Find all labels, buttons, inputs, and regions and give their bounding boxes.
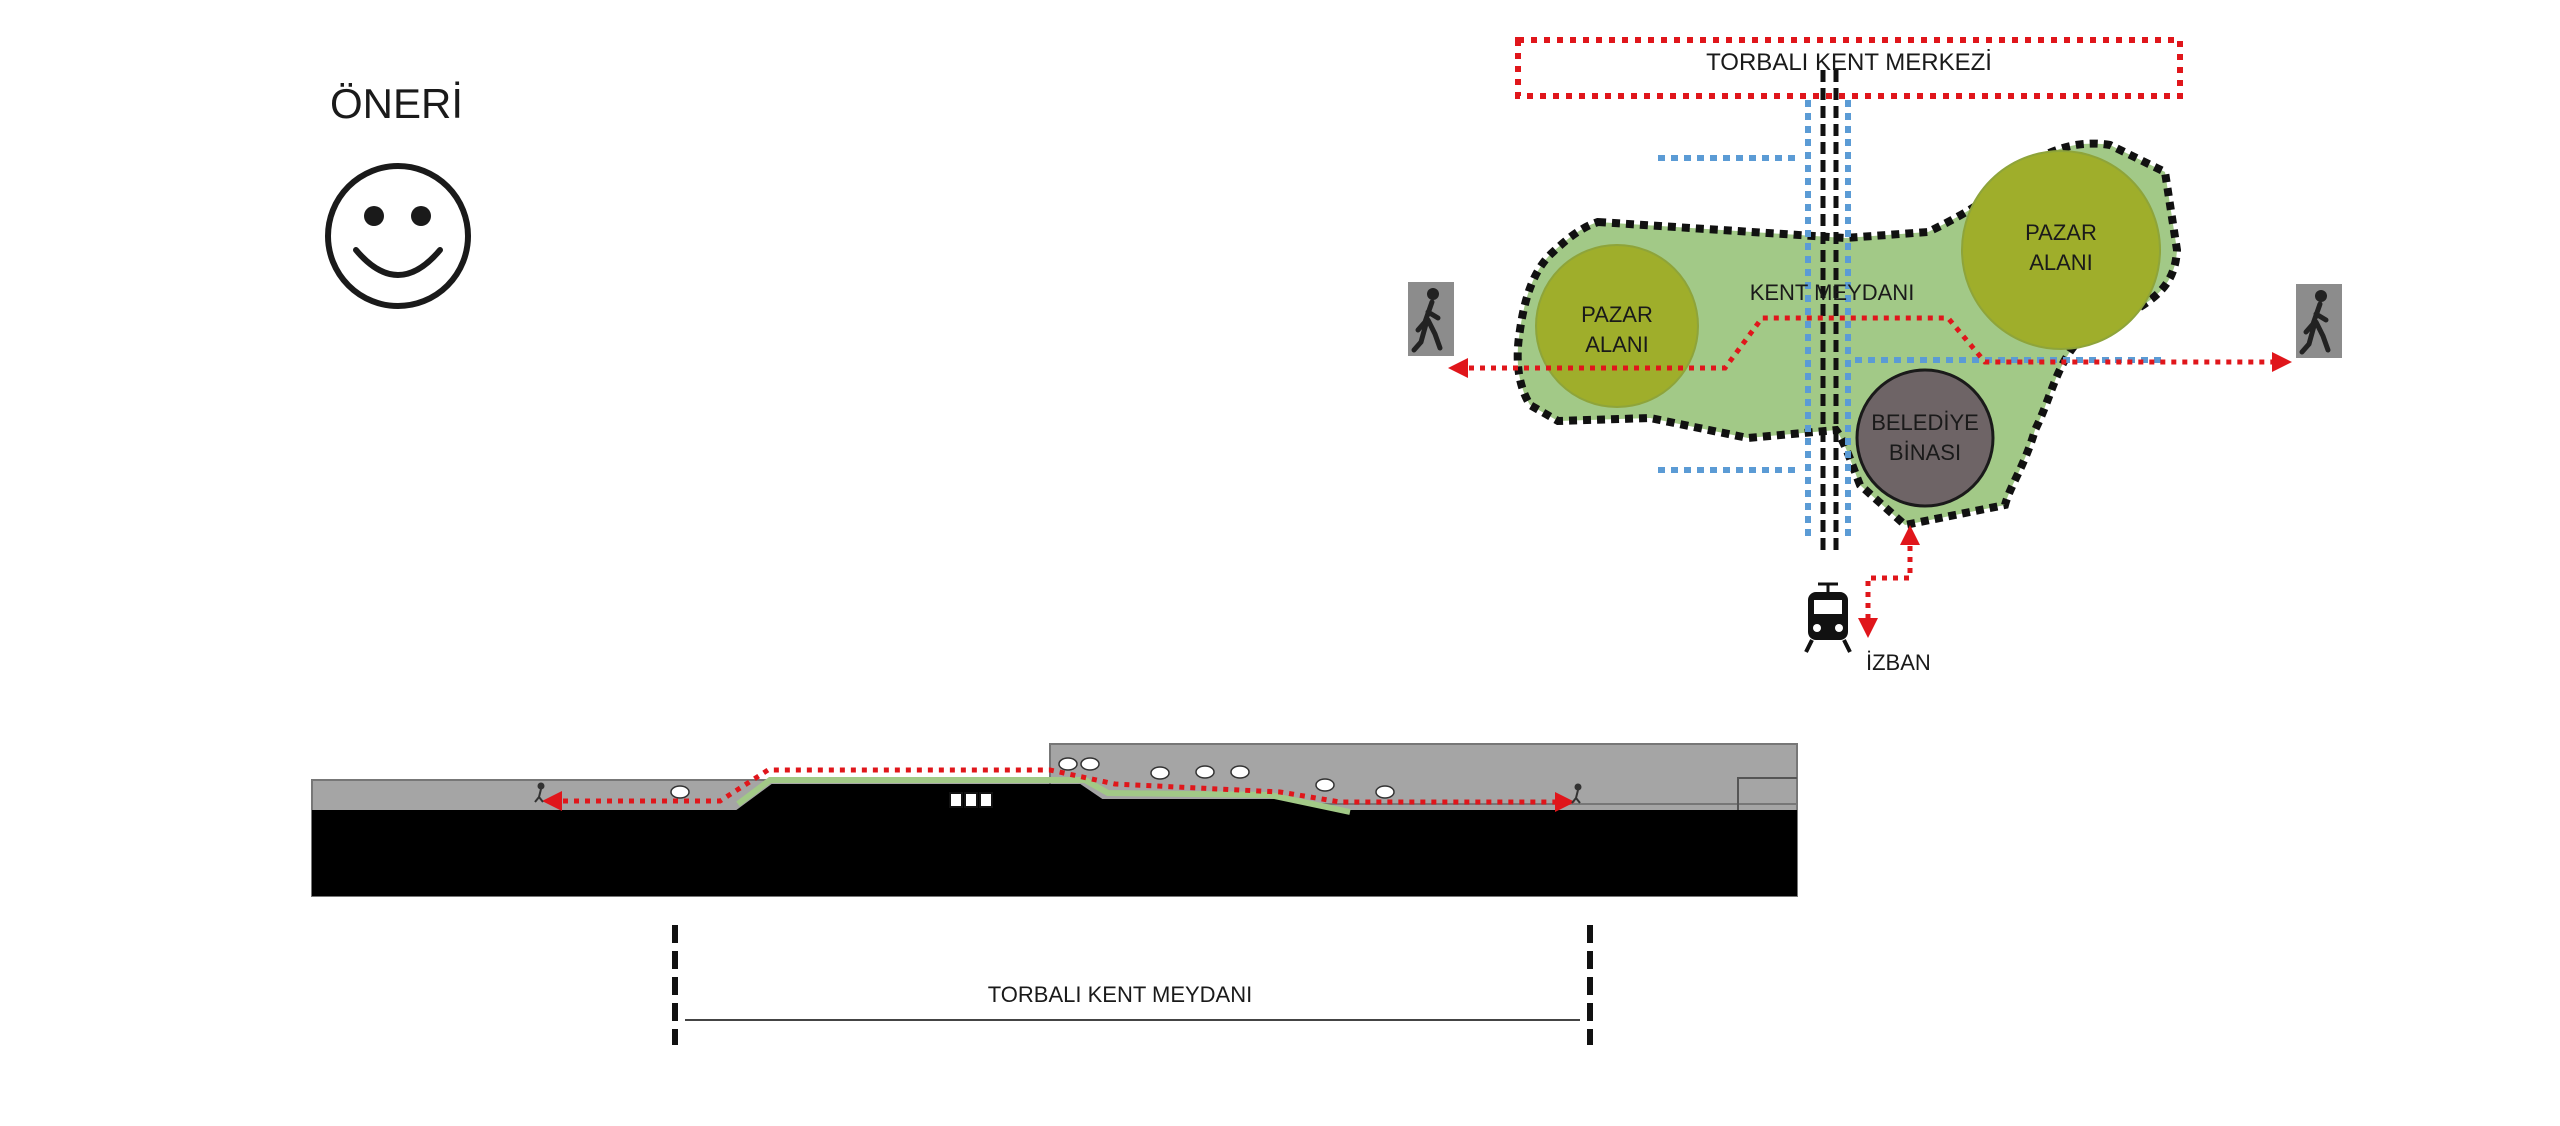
dimension-marker: TORBALI KENT MEYDANI — [672, 925, 1593, 1045]
section-pedestrian-route — [542, 767, 1575, 812]
smiley-face-icon — [325, 163, 471, 309]
city-center-box: TORBALI KENT MERKEZİ — [1515, 37, 2183, 99]
dimension-label: TORBALI KENT MEYDANI — [988, 982, 1252, 1007]
market-area-right — [1961, 150, 2161, 350]
pedestrian-route — [1448, 315, 2292, 378]
city-center-label: TORBALI KENT MERKEZİ — [1706, 49, 1992, 76]
market-right-line1: PAZAR — [2025, 220, 2097, 245]
tram-corridor-lines — [1658, 100, 2165, 540]
market-right-line2: ALANI — [2029, 250, 2093, 275]
bus-icon — [949, 792, 993, 808]
market-left-line1: PAZAR — [1581, 302, 1653, 327]
station-access-route — [1858, 525, 1920, 638]
pedestrian-figure-icon — [534, 782, 1582, 804]
market-left-line2: ALANI — [1585, 332, 1649, 357]
municipality-line1: BELEDİYE — [1871, 410, 1979, 435]
page-heading: ÖNERİ — [330, 80, 463, 127]
municipality-line2: BİNASI — [1889, 440, 1961, 465]
municipality-building — [1855, 368, 1995, 508]
cross-section — [311, 743, 1798, 897]
rail-line — [1820, 70, 1839, 555]
train-label: İZBAN — [1866, 650, 1931, 675]
tree-icon — [670, 757, 1395, 799]
square-label: KENT MEYDANI — [1750, 280, 1915, 305]
pedestrian-sign-icon — [2296, 284, 2342, 358]
pedestrian-sign-icon — [1408, 282, 1454, 356]
tram-icon — [1804, 582, 1852, 653]
